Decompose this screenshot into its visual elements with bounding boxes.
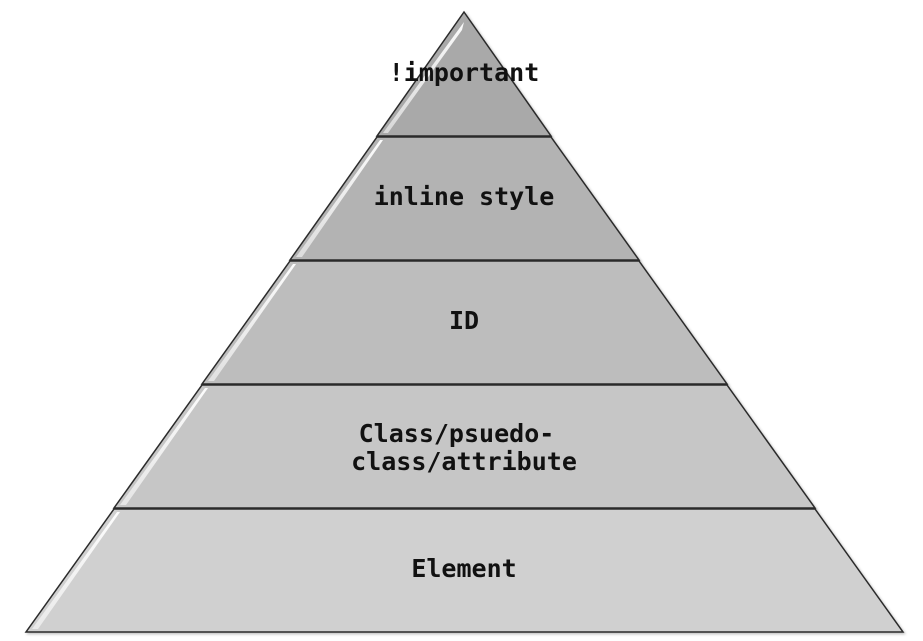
tier-important-shape xyxy=(375,10,553,137)
tier-inline-style-label: inline style xyxy=(374,182,555,211)
tier-inline-style-highlight xyxy=(296,140,383,257)
tier-id: ID xyxy=(200,260,729,385)
tier-class-highlight xyxy=(120,388,208,505)
tier-element-highlight xyxy=(32,512,120,629)
tier-element: Element xyxy=(24,508,905,633)
tier-class-label-line-2: class/attribute xyxy=(351,447,577,476)
tier-inline-style: inline style xyxy=(288,136,641,261)
tier-class-label: Class/psuedo- class/attribute xyxy=(351,419,577,476)
tier-class-label-line-1: Class/psuedo- xyxy=(359,419,555,448)
tier-element-shape xyxy=(24,508,905,633)
tier-important: !important xyxy=(375,10,553,137)
tier-class: Class/psuedo- class/attribute xyxy=(112,384,817,509)
tier-id-shape xyxy=(200,260,729,385)
tier-element-label: Element xyxy=(411,554,516,583)
tier-important-label: !important xyxy=(389,58,540,87)
tier-id-highlight xyxy=(208,264,296,381)
tier-important-highlight xyxy=(383,22,464,133)
tier-id-label: ID xyxy=(449,306,479,335)
tier-class-shape xyxy=(112,384,817,509)
tier-inline-style-shape xyxy=(288,136,641,261)
